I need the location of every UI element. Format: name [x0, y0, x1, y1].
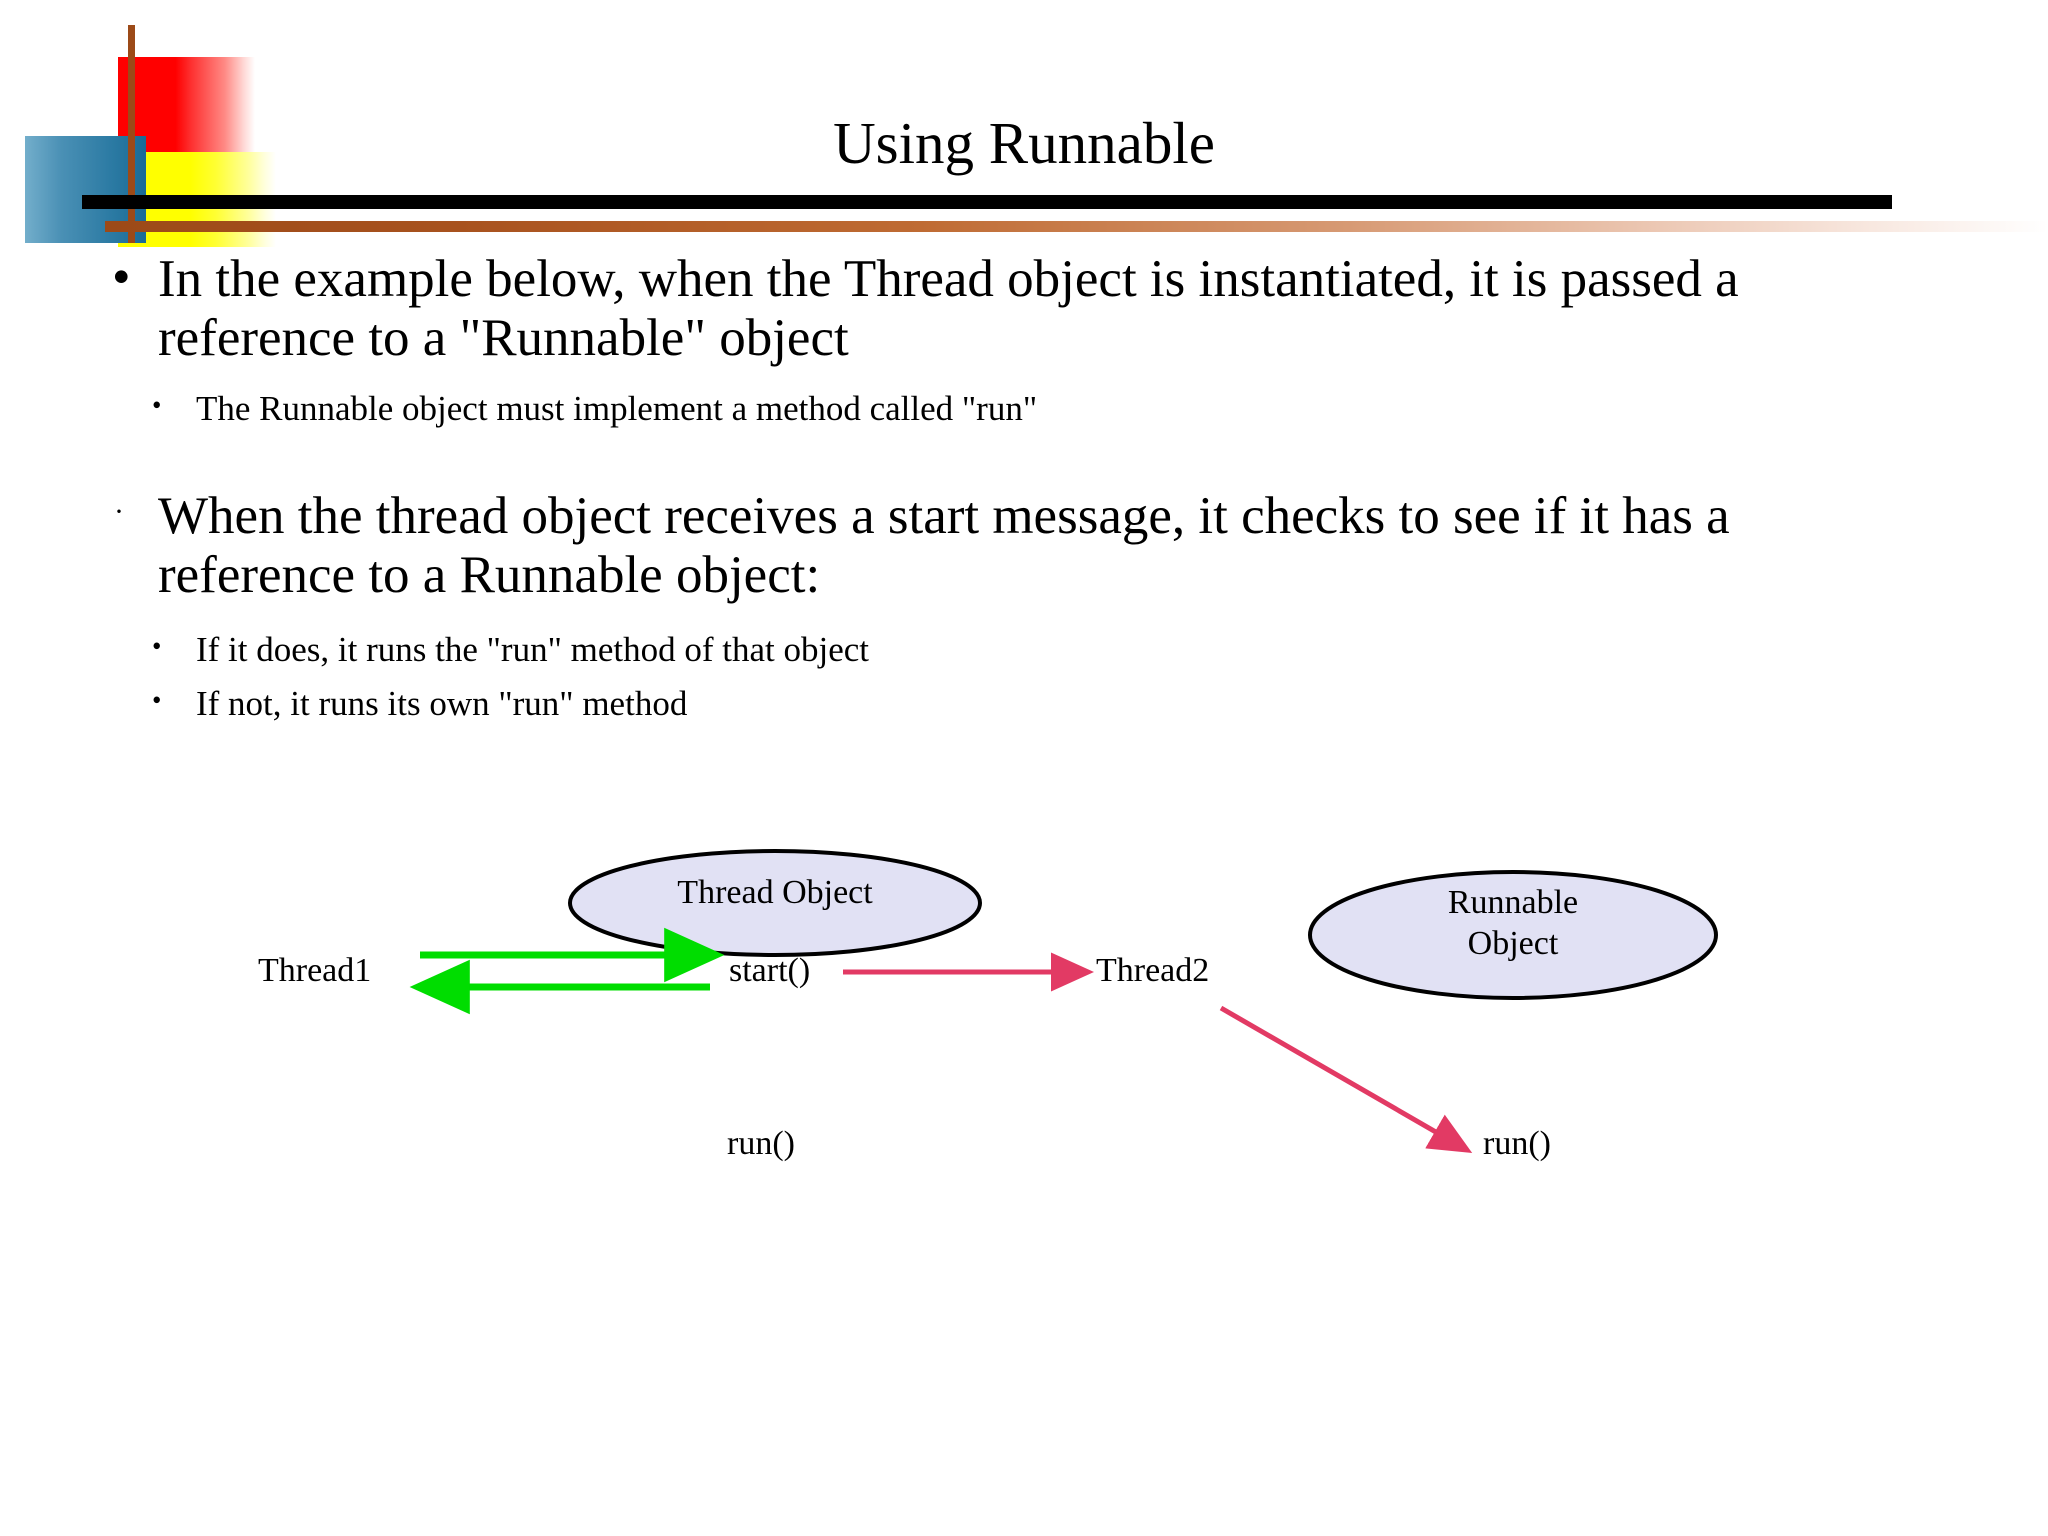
bullet-text: The Runnable object must implement a met…	[196, 388, 1038, 428]
bullet-marker-icon: •	[112, 248, 131, 306]
spacer	[0, 670, 2048, 684]
bullet-level1: • In the example below, when the Thread …	[0, 248, 2048, 369]
header-decoration	[0, 0, 2048, 250]
slide-body: • In the example below, when the Thread …	[0, 248, 2048, 724]
diagram-svg	[409, 849, 1718, 1153]
bullet-text: If it does, it runs the "run" method of …	[196, 629, 870, 669]
thread1-label: Thread1	[258, 952, 372, 989]
thread-object-label: Thread Object	[677, 874, 873, 911]
bullet-text: In the example below, when the Thread ob…	[158, 250, 1739, 368]
vertical-brown-line-icon	[128, 25, 135, 243]
slide-title: Using Runnable	[833, 110, 1215, 176]
start-label: start()	[729, 952, 811, 989]
spacer	[0, 429, 2048, 487]
brown-horizontal-bar	[105, 221, 2048, 232]
bullet-marker-icon: •	[152, 630, 162, 661]
runnable-object-label: Runnable Object	[1447, 884, 1579, 963]
bullet-level2: • If not, it runs its own "run" method	[0, 684, 2048, 724]
spacer	[0, 606, 2048, 630]
run-label-left: run()	[727, 1125, 795, 1162]
bullet-text: If not, it runs its own "run" method	[196, 683, 688, 723]
bullet-level2: • If it does, it runs the "run" method o…	[0, 630, 2048, 670]
thread-runnable-diagram: Thread Object Runnable Object Thread1 st…	[0, 820, 2048, 1220]
bullet-level1: · When the thread object receives a star…	[0, 487, 2048, 606]
run-label-right: run()	[1483, 1125, 1551, 1162]
bullet-marker-icon: •	[152, 389, 162, 420]
bullet-marker-icon: •	[152, 684, 162, 715]
runnable-object-ellipse	[1308, 870, 1718, 1000]
bullet-level2: • The Runnable object must implement a m…	[0, 389, 2048, 429]
pink-arrow-to-run	[1219, 1005, 1473, 1153]
thread2-label: Thread2	[1096, 952, 1210, 989]
black-horizontal-bar	[82, 195, 1892, 209]
bullet-marker-icon: ·	[114, 494, 124, 528]
spacer	[0, 369, 2048, 389]
bullet-text: When the thread object receives a start …	[158, 486, 1730, 605]
